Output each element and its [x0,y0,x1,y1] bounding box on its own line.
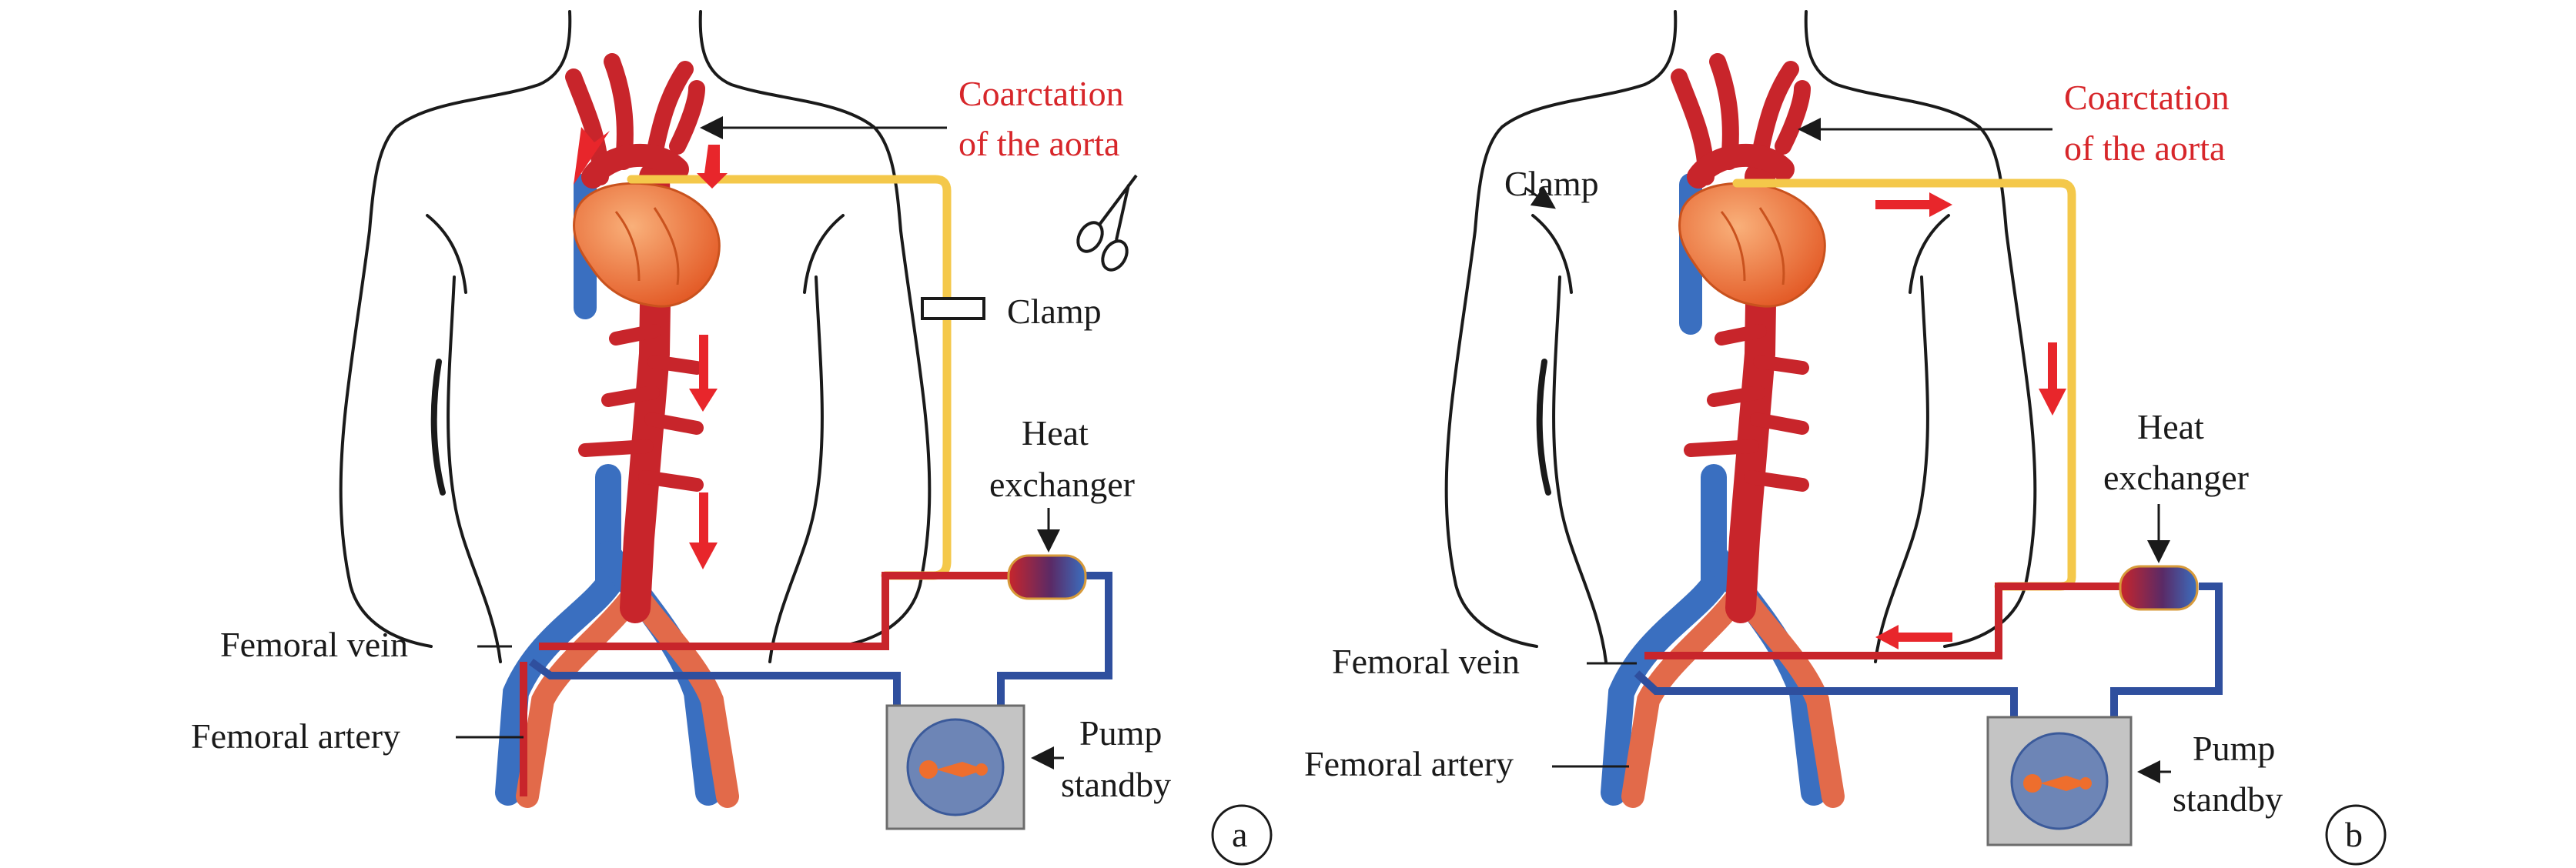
panel-letter-a: a [1232,815,1247,854]
clamp-icon [1076,174,1138,272]
heat-exchanger [2119,565,2199,611]
labels-a: Coarctation of the aorta Clamp Heat exch… [191,74,1273,866]
coarctation-label-line1: Coarctation [2064,78,2230,117]
aorta [1671,53,1811,623]
heat-exchanger [1007,554,1087,600]
panel-letter-circle-a [1211,804,1273,866]
clamp-pointer [1524,186,1556,209]
coarctation-label-line2: of the aorta [2064,129,2225,168]
heat-exchanger-label-line1: Heat [2137,407,2204,446]
clamp-label: Clamp [1504,164,1599,203]
body-outline [339,10,932,663]
panel-a: Coarctation of the aorta Clamp Heat exch… [191,10,1273,866]
heat-exchanger-label-line2: exchanger [989,465,1135,504]
arterial-line [539,572,1016,650]
panel-b: Coarctation of the aorta Clamp Heat exch… [1076,10,2387,866]
femoral-vein-label: Femoral vein [1332,642,1520,681]
coarctation-label-line1: Coarctation [958,74,1124,113]
clamp-label: Clamp [1007,292,1102,331]
clamp-marker [921,297,985,320]
panel-letter-b: b [2345,815,2363,854]
pump [1986,716,2133,846]
flow-arrows [1875,192,2066,649]
heat-exchanger-label-line1: Heat [1022,413,1089,452]
pump [885,704,1025,830]
femoral-artery-label: Femoral artery [1304,744,1514,783]
heart [572,182,721,308]
femoral-vessels [1601,464,1845,808]
femoral-vein-label: Femoral vein [220,625,408,664]
femoral-vessels [495,464,739,808]
pump-label-line2: standby [1061,765,1171,804]
pump-label-line1: Pump [2193,729,2275,768]
coarctation-label-line2: of the aorta [958,124,1119,163]
labels-b: Coarctation of the aorta Clamp Heat exch… [1304,78,2387,866]
pump-label-line2: standby [2173,780,2283,819]
flow-arrows [574,127,728,569]
heat-exchanger-label-line2: exchanger [2103,458,2249,497]
pump-label-line1: Pump [1079,713,1162,753]
venous-line [1634,583,2223,719]
femoral-artery-label: Femoral artery [191,716,400,756]
panel-letter-circle-b [2325,804,2387,866]
venous-line [529,572,1112,712]
arterial-line [1644,583,2122,659]
